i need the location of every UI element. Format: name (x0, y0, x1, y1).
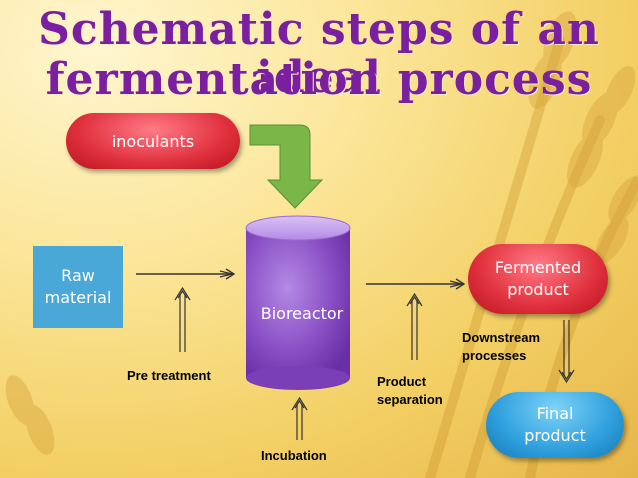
fermented-product-label: Fermented product (494, 258, 582, 299)
arrow-pre-treatment-up (174, 286, 191, 352)
raw-material-label: Raw material (44, 266, 112, 307)
bioreactor-label: Bioreactor (260, 304, 344, 323)
green-down-arrow-icon (249, 124, 324, 209)
pre-treatment-label: Pre treatment (127, 368, 211, 383)
arrow-incubation-up (291, 396, 308, 440)
final-product-label: Final product (524, 404, 586, 445)
title-line-2: fermentation process (45, 54, 593, 105)
bioreactor-cylinder (245, 215, 351, 390)
raw-material-node: Raw material (33, 246, 123, 328)
downstream-label-2: processes (462, 348, 527, 363)
arrow-product-separation-up (406, 292, 423, 360)
inoculants-label: inoculants (111, 131, 195, 151)
title-line-1: Schematic steps of an ideal (38, 4, 600, 103)
downstream-label-1: Downstream (462, 330, 541, 345)
inoculants-node: inoculants (66, 113, 240, 169)
incubation-label: Incubation (261, 448, 327, 463)
product-separation-label-2: separation (377, 392, 443, 407)
fermented-product-node: Fermented product (468, 244, 608, 314)
arrow-downstream-down (558, 320, 575, 384)
product-separation-label-1: Product (377, 374, 427, 389)
final-product-node: Final product (486, 392, 624, 458)
